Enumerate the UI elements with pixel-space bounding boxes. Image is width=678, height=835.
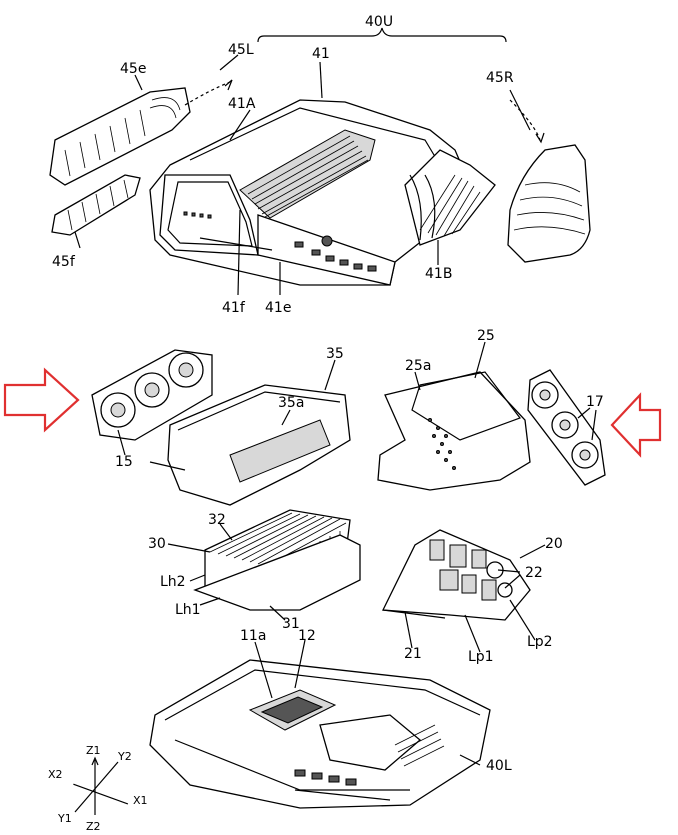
label-17: 17: [586, 394, 604, 410]
axis-label-Z1: Z1: [86, 744, 101, 757]
red-arrow-left: [3, 367, 80, 433]
label-35: 35: [326, 346, 344, 362]
coordinate-axes: [73, 756, 129, 815]
shield-plate-25: [377, 371, 531, 491]
label-40U: 40U: [365, 14, 393, 30]
side-cover-45f: [51, 174, 141, 236]
axis-label-Z2: Z2: [86, 820, 101, 833]
axis-label-Y2: Y2: [117, 750, 132, 763]
label-40L: 40L: [486, 758, 512, 774]
label-41A: 41A: [228, 96, 256, 112]
label-21: 21: [404, 646, 422, 662]
label-32: 32: [208, 512, 226, 528]
label-31: 31: [282, 616, 300, 632]
label-20: 20: [545, 536, 563, 552]
label-25: 25: [477, 328, 495, 344]
label-25a: 25a: [405, 358, 431, 374]
label-15: 15: [115, 454, 133, 470]
label-41: 41: [312, 46, 330, 62]
label-45R: 45R: [486, 70, 514, 86]
leaders-bottom: [254, 639, 481, 766]
axis-label-Y1: Y1: [57, 812, 72, 825]
heat-sink-30: [193, 509, 361, 611]
leaders-middle: [117, 341, 597, 653]
label-41e: 41e: [265, 300, 291, 316]
side-cover-45R: [507, 144, 591, 263]
upper-housing-40U: [149, 27, 507, 286]
red-arrow-right: [610, 392, 662, 458]
power-board-20: [381, 529, 531, 621]
axis-label-X2: X2: [48, 768, 63, 781]
label-11a: 11a: [240, 628, 266, 644]
label-Lh1: Lh1: [175, 602, 201, 618]
label-35a: 35a: [278, 395, 304, 411]
fan-unit-15: [91, 349, 213, 441]
label-12: 12: [298, 628, 316, 644]
fan-duct-35: [149, 384, 351, 506]
side-cover-45e: [49, 87, 191, 186]
label-41f: 41f: [222, 300, 246, 316]
label-45L: 45L: [228, 42, 254, 58]
label-30: 30: [148, 536, 166, 552]
lower-housing-40L: [149, 659, 491, 809]
fan-unit-17: [527, 369, 606, 486]
leaders-top: [74, 54, 531, 296]
label-Lp2: Lp2: [527, 634, 553, 650]
label-45e: 45e: [120, 61, 146, 77]
axis-label-X1: X1: [133, 794, 148, 807]
label-22: 22: [525, 565, 543, 581]
label-45f: 45f: [52, 254, 76, 270]
label-41B: 41B: [425, 266, 452, 282]
label-Lp1: Lp1: [468, 649, 494, 665]
label-Lh2: Lh2: [160, 574, 186, 590]
